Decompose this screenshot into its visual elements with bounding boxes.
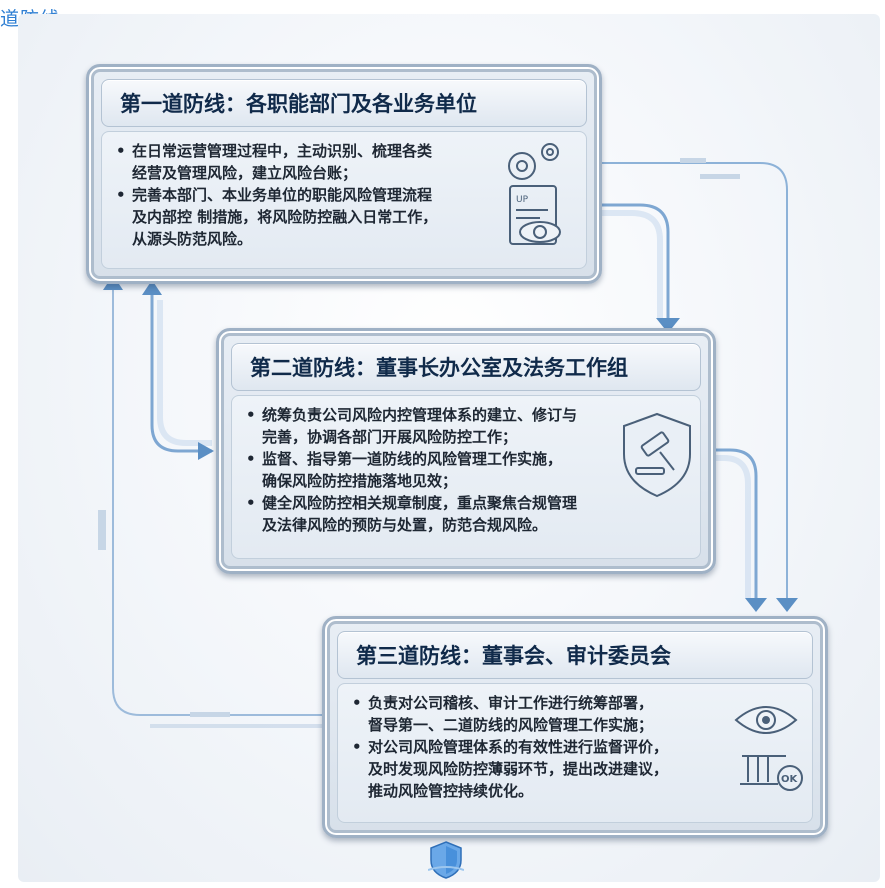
arrow-line2-to-line1	[150, 290, 212, 453]
defense-line-3-header: 第三道防线：董事会、审计委员会	[337, 631, 813, 679]
list-item: 统筹负责公司风险内控管理体系的建立、修订与 完善，协调各部门开展风险防控工作；	[246, 404, 577, 448]
list-item: 完善本部门、本业务单位的职能风险管理流程 及内部控 制措施，将风险防控融入日常工…	[116, 184, 437, 250]
defense-line-2-title: 第二道防线：董事长办公室及法务工作组	[250, 356, 628, 380]
eye-pillar-ok-icon: OK	[728, 690, 812, 798]
risk-document-eye-gear-icon: UP	[496, 138, 586, 258]
defense-line-2-body: 统筹负责公司风险内控管理体系的建立、修订与 完善，协调各部门开展风险防控工作； …	[231, 395, 701, 559]
defense-line-2-header: 第二道防线：董事长办公室及法务工作组	[231, 343, 701, 391]
list-item: 负责对公司稽核、审计工作进行统筹部署， 督导第一、二道防线的风险管理工作实施；	[352, 692, 668, 736]
list-item: 对公司风险管理体系的有效性进行监督评价， 及时发现风险防控薄弱环节，提出改进建议…	[352, 736, 668, 802]
connector-dash	[700, 174, 740, 179]
defense-line-2-card: 第二道防线：董事长办公室及法务工作组 统筹负责公司风险内控管理体系的建立、修订与…	[216, 328, 716, 574]
defense-line-1-title: 第一道防线：各职能部门及各业务单位	[120, 92, 477, 116]
arrow-head-line3-right	[776, 598, 798, 612]
defense-line-1-header: 第一道防线：各职能部门及各业务单位	[101, 79, 587, 127]
defense-line-3-card: 第三道防线：董事会、审计委员会 负责对公司稽核、审计工作进行统筹部署， 督导第一…	[322, 616, 828, 838]
defense-line-3-body: 负责对公司稽核、审计工作进行统筹部署， 督导第一、二道防线的风险管理工作实施； …	[337, 683, 813, 823]
icon-text: UP	[516, 195, 529, 205]
arrow-line1-to-line2	[598, 203, 670, 318]
connector-dash	[680, 158, 706, 163]
shield-gavel-icon	[616, 410, 698, 500]
arrow-head-line3-left	[745, 598, 767, 612]
arrow-head-line2-left	[198, 442, 214, 460]
arrow-line1-to-line3	[598, 162, 788, 598]
connector-dash	[190, 712, 230, 717]
arrow-head-line2	[656, 318, 680, 333]
shield-logo-icon	[427, 840, 465, 880]
defense-line-1-body: 在日常运营管理过程中，主动识别、梳理各类 经营及管理风险，建立风险台账； 完善本…	[101, 131, 587, 269]
arrow-head-line1-inner	[142, 280, 162, 295]
arrow-line2-to-line3	[712, 448, 758, 598]
list-item: 健全风险防控相关规章制度，重点聚焦合规管理 及法律风险的预防与处置，防范合规风险…	[246, 492, 577, 536]
defense-line-1-card: 第一道防线：各职能部门及各业务单位 在日常运营管理过程中，主动识别、梳理各类 经…	[86, 64, 602, 284]
list-item: 在日常运营管理过程中，主动识别、梳理各类 经营及管理风险，建立风险台账；	[116, 140, 437, 184]
arrow-line3-to-line1	[112, 285, 323, 728]
icon-text: OK	[781, 774, 799, 785]
connector-dash	[98, 510, 106, 550]
list-item: 监督、指导第一道防线的风险管理工作实施， 确保风险防控措施落地见效；	[246, 448, 577, 492]
defense-line-3-title: 第三道防线：董事会、审计委员会	[356, 644, 671, 668]
